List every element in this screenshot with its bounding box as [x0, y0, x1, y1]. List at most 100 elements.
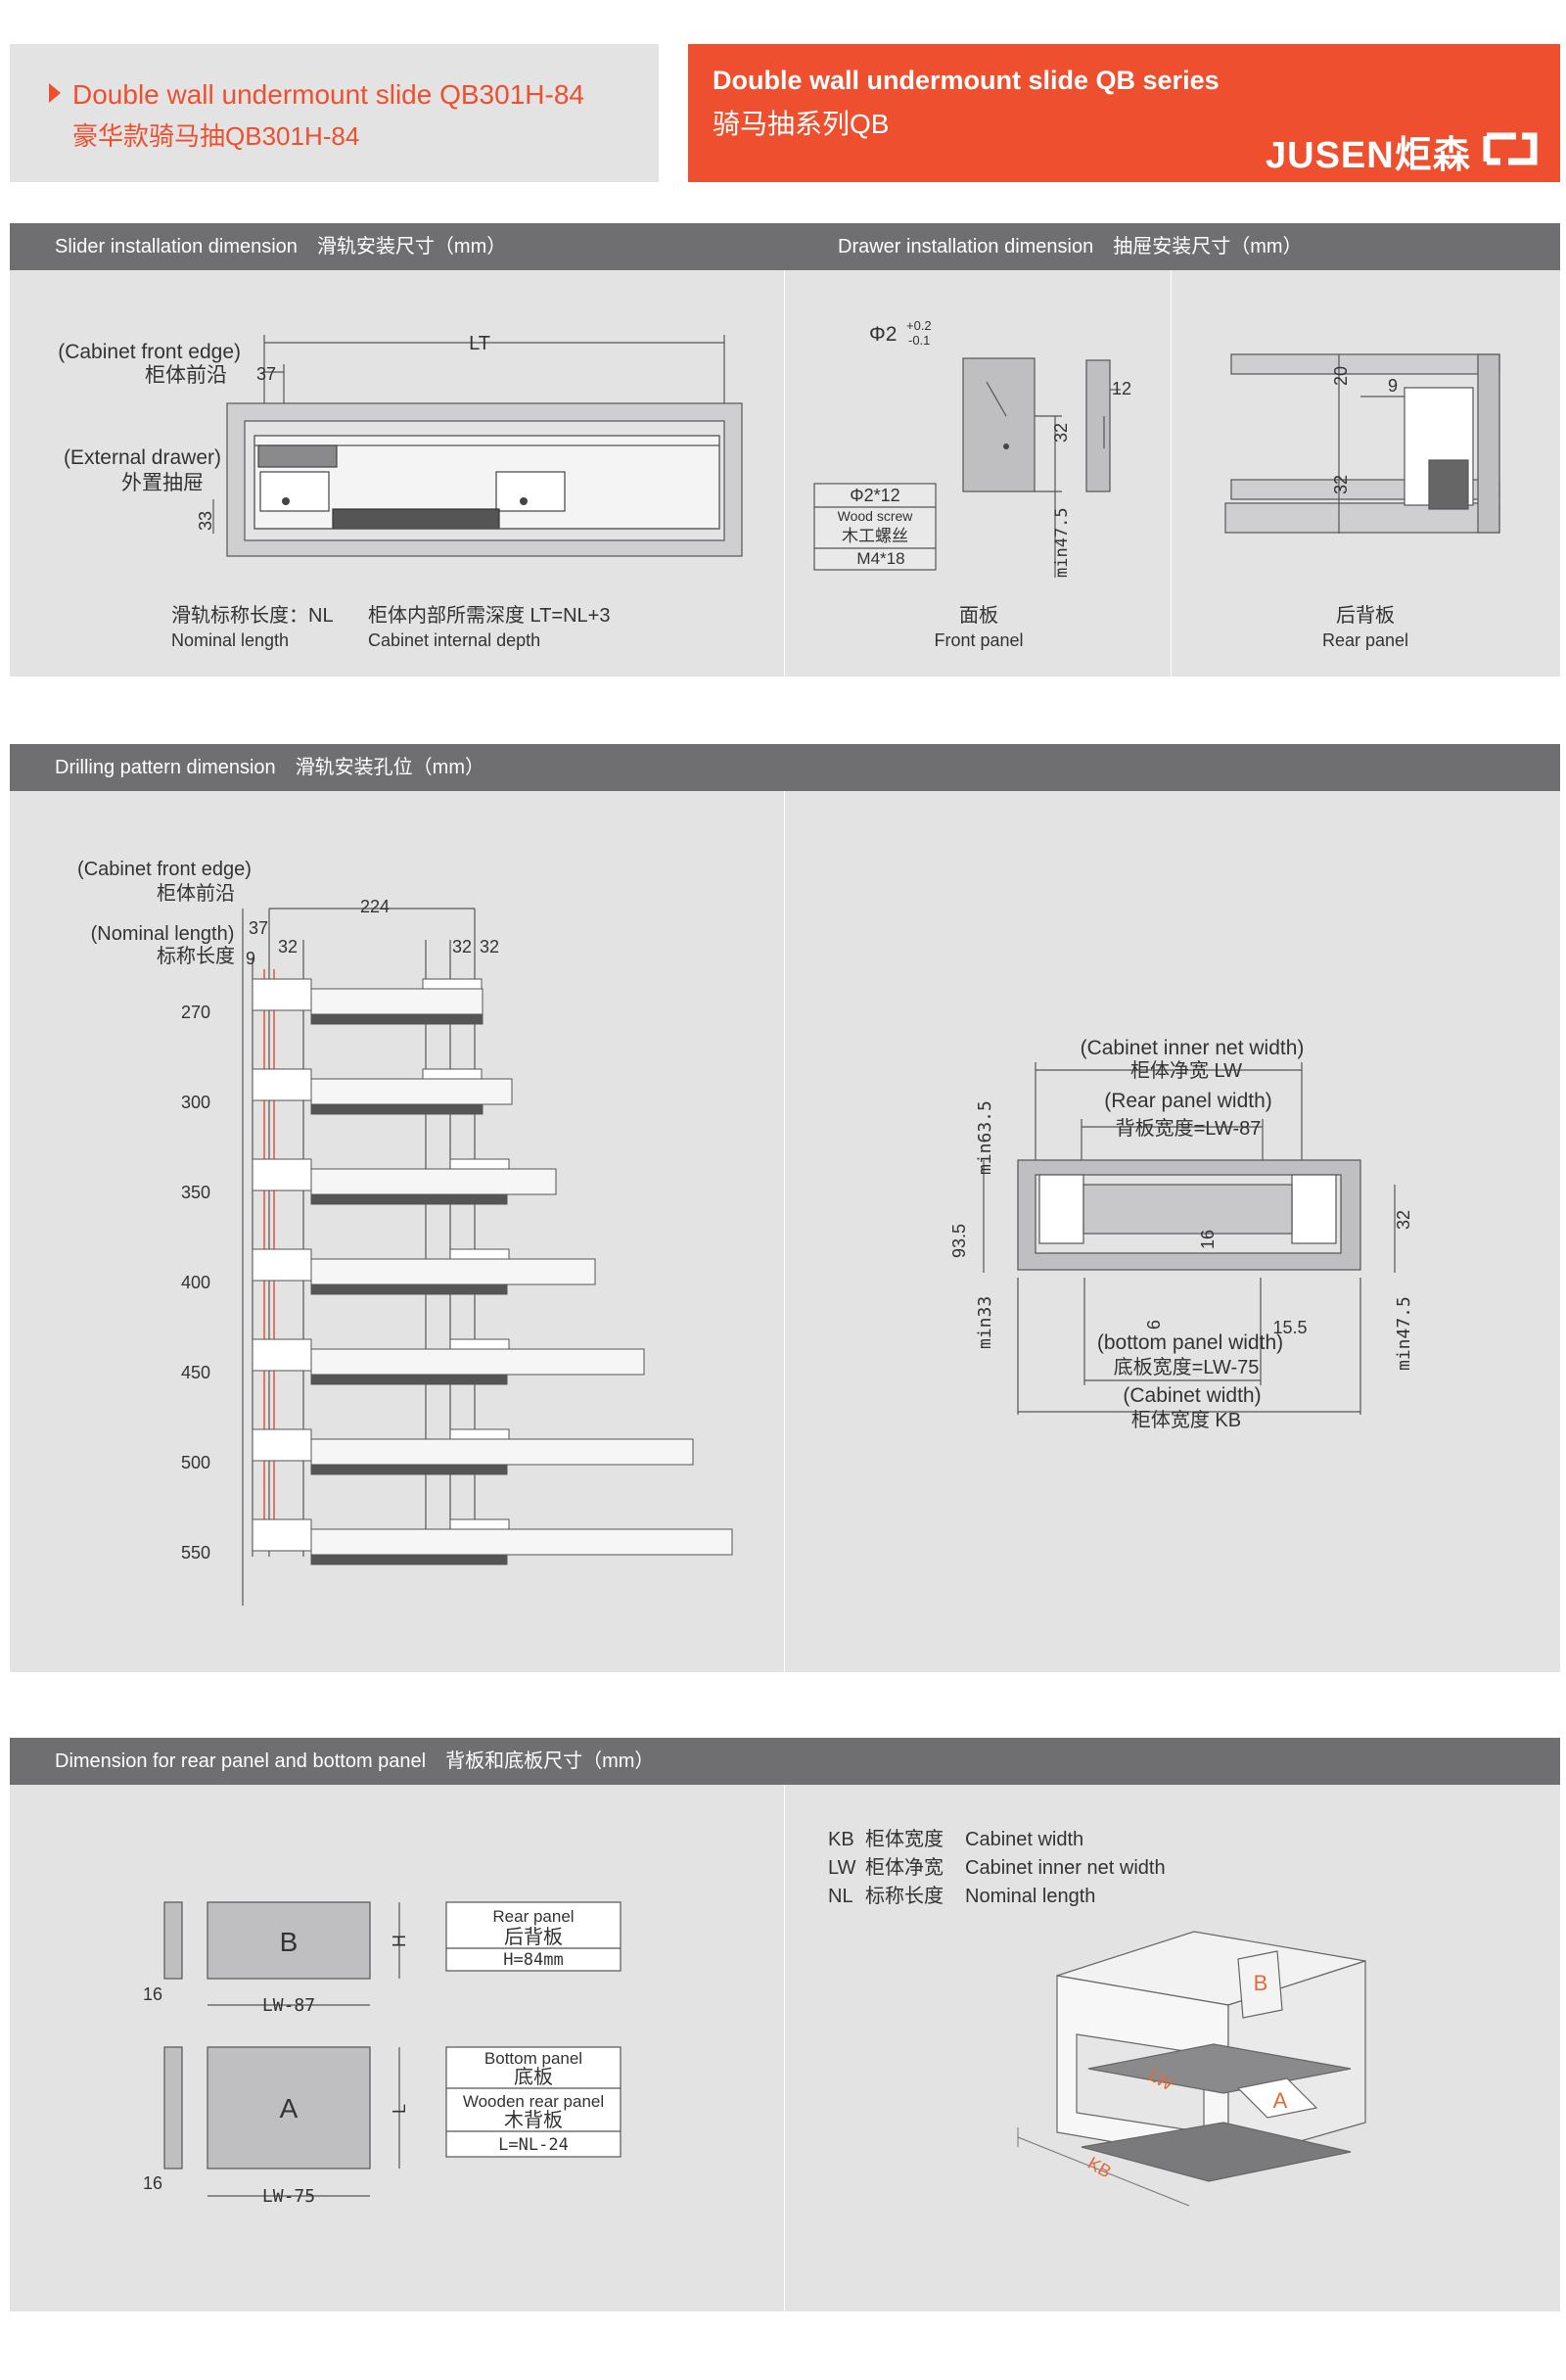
rear-panel-cn: 后背板 — [1336, 604, 1395, 627]
dim-32-drill-a: 32 — [278, 937, 298, 957]
brand-mark-icon — [1483, 132, 1538, 165]
length-label: 270 — [181, 1003, 210, 1022]
length-label: 450 — [181, 1363, 210, 1382]
rear-width-en: (Rear panel width) — [1104, 1090, 1272, 1112]
dim-16: 16 — [1198, 1230, 1218, 1249]
legend-list: KB 柜体宽度 Cabinet width LW 柜体净宽 Cabinet in… — [828, 1828, 1166, 1907]
length-label: 350 — [181, 1183, 210, 1202]
slide-row: 300 — [181, 1068, 513, 1115]
legend-cn: 柜体宽度 — [865, 1828, 944, 1850]
external-drawer-en: (External drawer) — [64, 446, 221, 469]
iso-b-label: B — [1254, 1971, 1268, 1995]
cabinet-width-en: (Cabinet width) — [1123, 1384, 1261, 1407]
dim-lt-label: LT — [469, 333, 490, 354]
dim-935: 93.5 — [949, 1224, 969, 1258]
front-edge-en: (Cabinet front edge) — [58, 341, 241, 363]
drilling-pattern-drawing: (Cabinet front edge) 柜体前沿 (Nominal lengt… — [77, 859, 1414, 1606]
panel-dimension-panel — [10, 1785, 784, 2311]
dim-224-label: 224 — [360, 897, 390, 916]
slide-row: 270 — [181, 978, 484, 1025]
legend-item: LW 柜体净宽 Cabinet inner net width — [828, 1856, 1166, 1879]
rear-box-h: H=84mm — [503, 1950, 563, 1970]
dim-20-label: 20 — [1331, 366, 1351, 386]
slide-row: 450 — [181, 1338, 645, 1385]
slide-row: 350 — [181, 1158, 557, 1205]
dim-32-front: 32 — [1051, 423, 1071, 443]
drill-front-edge-en: (Cabinet front edge) — [77, 859, 252, 880]
dim-37-drill: 37 — [249, 918, 268, 938]
panel-a-label: A — [280, 2093, 299, 2123]
dim-155: 15.5 — [1272, 1318, 1307, 1337]
panel-dimension-title: Dimension for rear panel and bottom pane… — [55, 1750, 655, 1772]
legend-en: Nominal length — [965, 1886, 1095, 1907]
phi-label: Φ2 — [869, 323, 897, 346]
dim-9-drill: 9 — [246, 949, 255, 968]
dim-16-a: 16 — [143, 2173, 162, 2193]
dim-min635: min63.5 — [975, 1100, 995, 1175]
internal-depth-en: Cabinet internal depth — [368, 630, 540, 650]
header-right-box: Double wall undermount slide QB series 骑… — [688, 44, 1560, 182]
screw-cn: 木工螺丝 — [842, 527, 908, 545]
screw-size: Φ2*12 — [850, 486, 899, 505]
dim-min475-front: min47.5 — [1052, 507, 1072, 578]
screw-en: Wood screw — [838, 508, 914, 524]
brand-name-cn: 炬森 — [1394, 135, 1471, 176]
section2-bar: Drilling pattern dimension 滑轨安装孔位（mm） — [10, 744, 1560, 791]
dim-32-cab: 32 — [1394, 1210, 1413, 1230]
dim-12-label: 12 — [1112, 379, 1131, 398]
slider-install-title: Slider installation dimension 滑轨安装尺寸（mm） — [55, 236, 507, 257]
length-label: 500 — [181, 1453, 210, 1472]
front-edge-cn: 柜体前沿 — [145, 364, 227, 387]
section1-bar: Slider installation dimension 滑轨安装尺寸（mm）… — [10, 223, 1560, 270]
length-label: 550 — [181, 1543, 210, 1563]
legend-en: Cabinet inner net width — [965, 1857, 1166, 1879]
front-panel-cn: 面板 — [959, 604, 998, 627]
internal-depth-cn: 柜体内部所需深度 LT=NL+3 — [368, 604, 610, 627]
tol-minus: -0.1 — [908, 333, 930, 348]
product-title-en: Double wall undermount slide QB301H-84 — [72, 79, 584, 110]
dim-h: H — [390, 1935, 409, 1947]
slider-install-drawing: LT 37 33 (Cabinet front edge) 柜体前沿 (Exte… — [58, 318, 1500, 650]
dim-33-label: 33 — [196, 511, 215, 531]
bullet-triangle-icon — [49, 83, 61, 103]
rear-panel-en: Rear panel — [1322, 630, 1408, 650]
brand-name: JUSEN — [1266, 135, 1395, 176]
drilling-pattern-title: Drilling pattern dimension 滑轨安装孔位（mm） — [55, 757, 484, 778]
legend-cn: 标称长度 — [865, 1885, 944, 1907]
legend-code: NL — [828, 1886, 853, 1907]
wooden-l: L=NL-24 — [498, 2135, 569, 2155]
dim-32-drill-b: 32 — [452, 937, 472, 957]
dim-min33: min33 — [975, 1296, 995, 1349]
iso-kb-label: KB — [1084, 2153, 1115, 2181]
bottom-box-en: Bottom panel — [484, 2049, 582, 2068]
legend-item: NL 标称长度 Nominal length — [828, 1885, 1095, 1907]
slide-row-list: 270 300 350 400 450 500 550 — [181, 978, 733, 1565]
drilling-pattern-panel — [10, 791, 784, 1672]
tol-plus: +0.2 — [906, 318, 932, 333]
front-panel-en: Front panel — [934, 630, 1023, 650]
inner-net-en: (Cabinet inner net width) — [1081, 1037, 1305, 1059]
legend-en: Cabinet width — [965, 1829, 1083, 1850]
length-label: 400 — [181, 1273, 210, 1292]
dim-32-drill-c: 32 — [480, 937, 499, 957]
rear-box-cn: 后背板 — [504, 1926, 563, 1948]
slide-row: 500 — [181, 1428, 694, 1475]
dim-9-cab: 9 — [1143, 1320, 1163, 1330]
drill-nominal-en: (Nominal length) — [91, 923, 235, 945]
bottom-width-cn: 底板宽度=LW-75 — [1114, 1356, 1260, 1378]
cabinet-width-cn: 柜体宽度 KB — [1131, 1409, 1241, 1431]
wooden-en: Wooden rear panel — [463, 2092, 604, 2111]
slide-row: 400 — [181, 1248, 596, 1295]
bottom-box-cn: 底板 — [514, 2066, 553, 2088]
drawer-install-title: Drawer installation dimension 抽屉安装尺寸（mm） — [838, 236, 1303, 257]
nominal-cn: 滑轨标称长度：NL — [171, 604, 334, 627]
brand-logo: JUSEN炬森 — [1266, 124, 1471, 178]
slide-row: 550 — [181, 1518, 733, 1565]
rear-width-cn: 背板宽度=LW-87 — [1116, 1117, 1262, 1140]
legend-code: KB — [828, 1829, 854, 1850]
panel-b-label: B — [280, 1927, 299, 1957]
dim-l: L — [390, 2104, 409, 2114]
inner-net-cn: 柜体净宽 LW — [1130, 1059, 1242, 1082]
wooden-cn: 木背板 — [504, 2109, 563, 2131]
section3-bar: Dimension for rear panel and bottom pane… — [10, 1738, 1560, 1785]
